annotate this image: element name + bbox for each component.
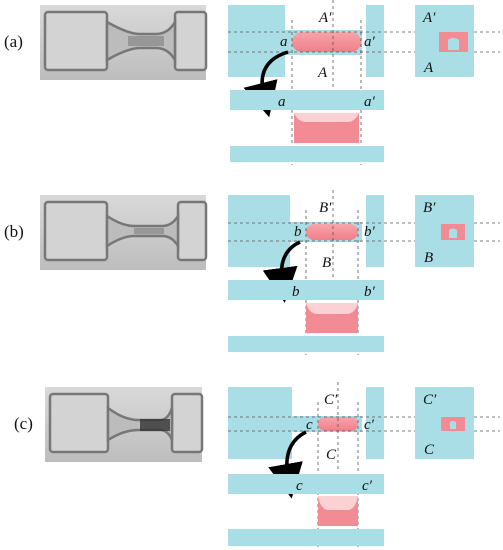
top-view-c: C′ C c c′ bbox=[228, 382, 500, 547]
mark-left-a: a bbox=[280, 34, 288, 50]
lower-right-mark-c: c′ bbox=[362, 478, 373, 494]
panel-c: (c) C′ C c c′ C′ bbox=[14, 382, 500, 547]
rotate-arrow-c bbox=[268, 430, 307, 499]
side-view-c: C′ C bbox=[415, 387, 474, 459]
micrograph-c bbox=[45, 387, 204, 462]
section-view-b: b b′ bbox=[228, 280, 384, 352]
mark-top-b: B′ bbox=[319, 200, 332, 216]
panel-a: (a) A′ A a a′ bbox=[4, 0, 500, 165]
panel-b: (b) B′ B b b′ B′ bbox=[4, 190, 500, 355]
mark-bottom-b: B bbox=[322, 255, 331, 271]
mark-top-c: C′ bbox=[324, 392, 338, 408]
mark-bottom-a: A bbox=[317, 65, 328, 81]
meniscus-section-b bbox=[306, 303, 358, 333]
rotate-arrow-b bbox=[262, 240, 301, 303]
side-view-b: B′ B bbox=[415, 195, 474, 267]
side-top-mark-a: A′ bbox=[422, 10, 436, 26]
lower-right-mark-b: b′ bbox=[364, 284, 376, 300]
mark-bottom-c: C bbox=[326, 447, 337, 463]
lower-right-mark-a: a′ bbox=[364, 94, 376, 110]
meniscus-section-c bbox=[318, 496, 358, 526]
panel-label-b: (b) bbox=[4, 222, 24, 241]
lower-left-mark-a: a bbox=[278, 94, 286, 110]
section-view-a: a a′ bbox=[230, 90, 384, 162]
side-bottom-mark-c: C bbox=[424, 442, 435, 458]
mark-right-c: c′ bbox=[364, 417, 375, 433]
mark-right-b: b′ bbox=[364, 224, 376, 240]
side-bottom-mark-a: A bbox=[423, 60, 434, 76]
side-top-mark-c: C′ bbox=[423, 392, 437, 408]
panel-label-c: (c) bbox=[14, 414, 33, 433]
meniscus-section-a bbox=[294, 113, 359, 143]
micrograph-a bbox=[40, 5, 208, 80]
lower-left-mark-b: b bbox=[292, 284, 300, 300]
micrograph-b bbox=[40, 195, 208, 270]
side-view-a: A′ A bbox=[415, 5, 474, 77]
section-view-c: c c′ bbox=[228, 474, 384, 546]
mark-right-a: a′ bbox=[364, 34, 376, 50]
meniscus-top-b bbox=[306, 224, 358, 240]
mark-top-a: A′ bbox=[318, 10, 332, 26]
mark-left-c: c bbox=[306, 417, 313, 433]
mark-left-b: b bbox=[294, 224, 302, 240]
meniscus-side-a bbox=[439, 32, 468, 52]
meniscus-top-a bbox=[292, 32, 361, 52]
side-top-mark-b: B′ bbox=[423, 200, 436, 216]
lower-left-mark-c: c bbox=[296, 478, 303, 494]
top-view-b: B′ B b b′ bbox=[228, 190, 500, 355]
meniscus-side-c bbox=[441, 417, 465, 431]
meniscus-side-b bbox=[441, 224, 465, 240]
side-bottom-mark-b: B bbox=[424, 250, 433, 266]
panel-label-a: (a) bbox=[4, 32, 23, 51]
